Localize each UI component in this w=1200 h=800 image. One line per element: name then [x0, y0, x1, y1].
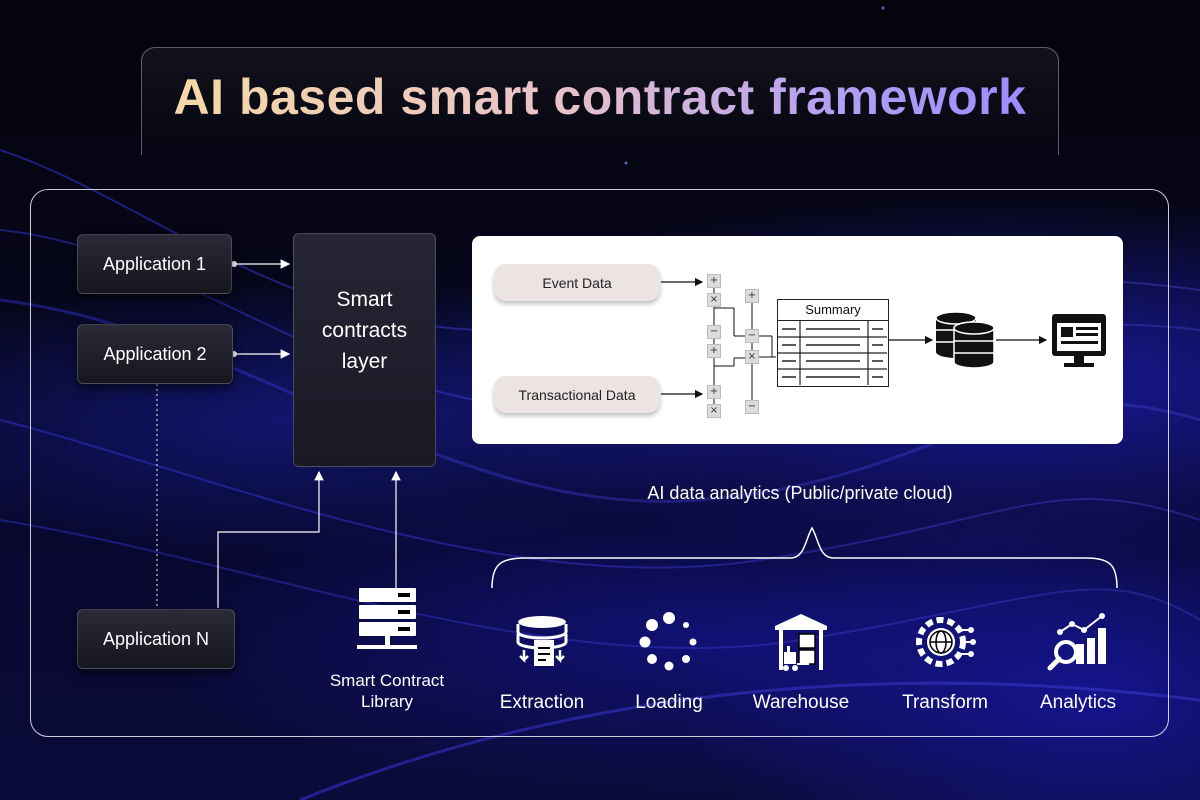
stage-loading[interactable]: Loading — [599, 610, 739, 714]
transactional-data-label: Transactional Data — [518, 386, 636, 403]
extraction-icon — [516, 616, 568, 666]
cloud-analytics-label: AI data analytics (Public/private cloud) — [647, 483, 953, 503]
arrow-app1-to-layer — [231, 259, 291, 269]
stage-loading-label: Loading — [635, 692, 703, 713]
arrow-appN-to-layer — [217, 470, 324, 608]
stage-analytics-label: Analytics — [1039, 692, 1117, 713]
operator-plus: + — [707, 274, 721, 288]
operator-minus: − — [745, 329, 759, 343]
data-analytics-panel: Event Data Transactional Data + × − + + … — [472, 236, 1123, 444]
event-data-pill[interactable]: Event Data — [494, 264, 660, 301]
operator-times: × — [745, 350, 759, 364]
title-box: AI based smart contract framework — [141, 47, 1059, 155]
loading-icon — [639, 612, 697, 671]
stage-extraction[interactable]: Extraction — [472, 610, 612, 714]
analytics-icon — [1047, 613, 1106, 671]
operator-plus: + — [745, 289, 759, 303]
arrow-app2-to-layer — [231, 349, 291, 359]
operator-minus: − — [707, 325, 721, 339]
stage-analytics[interactable]: Analytics — [1008, 610, 1148, 714]
application-1-box[interactable]: Application 1 — [77, 234, 232, 294]
summary-table: Summary — [777, 299, 889, 387]
summary-header: Summary — [778, 300, 888, 321]
operator-plus: + — [707, 344, 721, 358]
warehouse-icon — [775, 614, 827, 671]
monitor-dashboard-icon — [1052, 314, 1106, 367]
stage-transform[interactable]: Transform — [875, 610, 1015, 714]
panel-connectors — [661, 276, 1106, 411]
application-2-box[interactable]: Application 2 — [77, 324, 233, 384]
page-title: AI based smart contract framework — [173, 68, 1027, 125]
operator-times: × — [707, 404, 721, 418]
application-2-label: Application 2 — [103, 343, 207, 364]
application-n-box[interactable]: Application N — [77, 609, 235, 669]
operator-minus: − — [745, 400, 759, 414]
transform-icon — [916, 617, 976, 667]
application-1-label: Application 1 — [102, 253, 207, 274]
stage-warehouse[interactable]: Warehouse — [731, 610, 871, 714]
server-library-icon — [357, 588, 417, 649]
database-icon — [935, 311, 995, 369]
diagram-frame — [30, 189, 1169, 737]
smart-contracts-layer-box[interactable]: Smart contracts layer — [293, 233, 436, 467]
cloud-brace — [491, 526, 1118, 589]
operator-plus: + — [707, 385, 721, 399]
smart-contract-library-label: Smart Contract Library — [329, 671, 445, 711]
stage-extraction-label: Extraction — [499, 692, 585, 713]
operator-times: × — [707, 293, 721, 307]
smart-contracts-layer-label: Smart contracts layer — [321, 287, 408, 373]
event-data-label: Event Data — [542, 274, 612, 291]
application-n-label: Application N — [102, 628, 210, 649]
stage-transform-label: Transform — [902, 692, 988, 713]
transactional-data-pill[interactable]: Transactional Data — [494, 376, 660, 413]
summary-rows — [778, 321, 887, 385]
stage-warehouse-label: Warehouse — [752, 692, 850, 713]
